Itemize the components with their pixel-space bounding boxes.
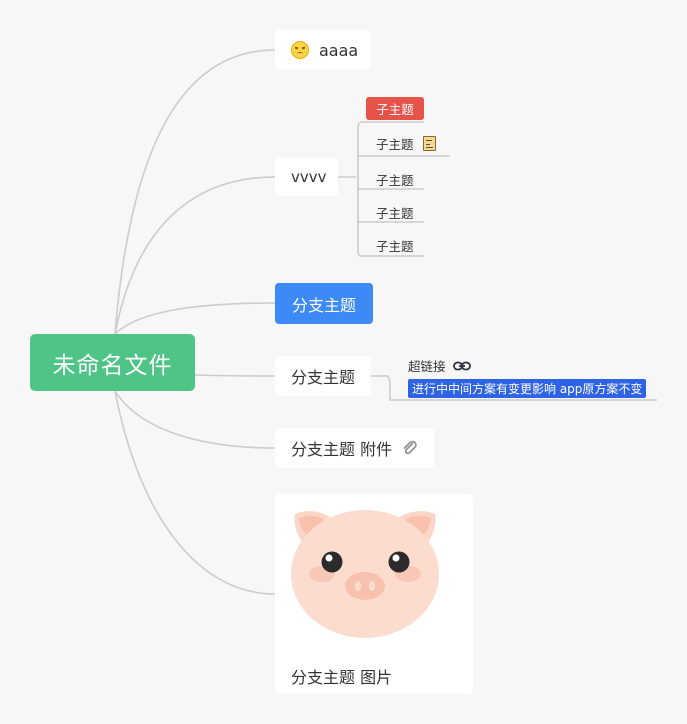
hyperlink-label[interactable]: 超链接: [408, 356, 471, 375]
subtopic-label: 子主题: [376, 173, 414, 188]
paperclip-icon[interactable]: [402, 440, 418, 456]
link-root-attach: [114, 390, 276, 449]
branch-aaaa-label: aaaa: [319, 40, 359, 60]
note-icon[interactable]: [422, 136, 436, 151]
branch-image-label: 分支主题 图片: [291, 668, 393, 687]
hyperlink-text: 超链接: [408, 359, 446, 374]
link-root-link: [194, 374, 276, 377]
subtopic-red-tag[interactable]: 子主题: [366, 97, 424, 120]
link-root-vvvv: [114, 176, 276, 335]
subtopic-with-note[interactable]: 子主题: [376, 134, 436, 153]
status-tag[interactable]: 进行中中间方案有变更影响 app原方案不变: [408, 379, 647, 398]
link-hyperlink: [371, 375, 657, 401]
branch-vvvv-label: vvvv: [291, 168, 327, 186]
subtopic-label: 子主题: [376, 137, 414, 152]
branch-attachment[interactable]: 分支主题 附件: [275, 428, 434, 468]
sad-face-icon: [291, 41, 309, 59]
link-vvvv-bracket: [357, 128, 424, 257]
pig-face-image: [291, 510, 439, 638]
subtopic-label: 子主题: [376, 239, 414, 254]
branch-hyperlink-label: 分支主题: [290, 368, 355, 387]
branch-vvvv[interactable]: vvvv: [275, 158, 338, 196]
status-tag-text: 进行中中间方案有变更影响 app原方案不变: [412, 382, 643, 396]
branch-aaaa[interactable]: aaaa: [275, 30, 371, 70]
branch-blue-selected[interactable]: 分支主题: [275, 283, 373, 324]
link-root-aaaa: [114, 49, 276, 335]
root-title: 未命名文件: [52, 352, 173, 379]
root-node[interactable]: 未命名文件: [30, 334, 195, 391]
link-chain-icon[interactable]: [452, 361, 471, 371]
link-root-blue: [114, 302, 276, 335]
link-root-image: [114, 390, 276, 595]
subtopic-item[interactable]: 子主题: [376, 203, 414, 222]
subtopic-item[interactable]: 子主题: [376, 236, 414, 255]
subtopic-label: 子主题: [376, 102, 414, 117]
subtopic-item[interactable]: 子主题: [376, 170, 414, 189]
branch-hyperlink[interactable]: 分支主题: [275, 356, 371, 396]
branch-image[interactable]: 分支主题 图片: [275, 494, 473, 694]
branch-blue-label: 分支主题: [291, 295, 356, 315]
branch-attachment-label: 分支主题 附件: [291, 440, 393, 459]
subtopic-label: 子主题: [376, 206, 414, 221]
